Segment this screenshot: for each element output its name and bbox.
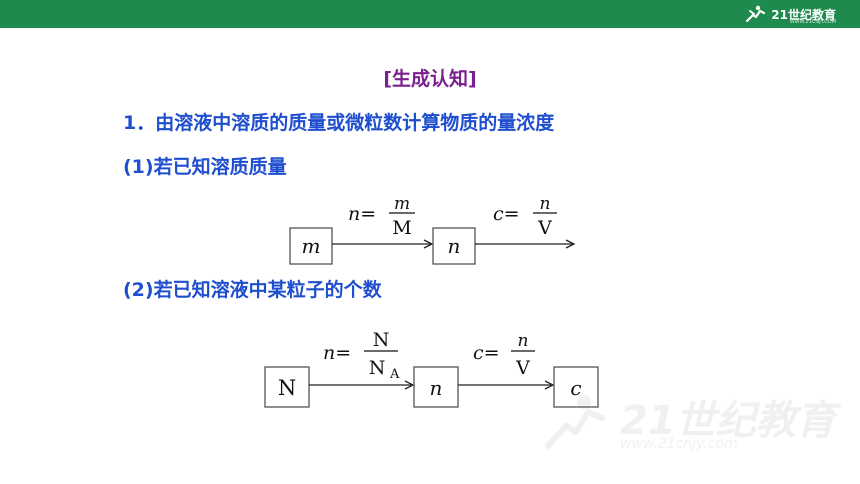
box-n — [432, 227, 476, 265]
watermark-url: www.21cnjy.com — [620, 436, 738, 452]
box-n-label: n — [448, 234, 461, 258]
formula-4-lhs: c= — [473, 342, 500, 364]
logo-text: 21世纪教育 — [771, 7, 836, 22]
header-bar: 21世纪教育 WWW.21CNJY.COM — [0, 0, 860, 28]
box-n-2-label: n — [430, 376, 443, 400]
formula-1-den: M — [392, 217, 411, 239]
arrow-4-head — [544, 380, 555, 390]
formula-1-num: m — [394, 194, 410, 214]
formula-4-num: n — [518, 331, 529, 351]
box-n-2 — [413, 366, 459, 408]
box-m — [289, 227, 333, 265]
heading-1: 1．由溶液中溶质的质量或微粒数计算物质的量浓度 — [123, 112, 555, 134]
box-m-label: m — [302, 234, 321, 258]
formula-3-lhs: n= — [323, 342, 351, 364]
box-c-label: c — [570, 376, 581, 400]
formula-4-den: V — [515, 357, 530, 379]
box-N — [264, 366, 310, 408]
watermark-runner-icon — [545, 395, 605, 449]
brand-logo: 21世纪教育 WWW.21CNJY.COM — [743, 4, 836, 25]
watermark-text: 21世纪教育 — [620, 398, 836, 444]
section-title: [生成认知] — [383, 68, 477, 90]
formula-3-den: N — [369, 357, 386, 379]
runner-logo-icon — [746, 5, 766, 23]
logo-url: WWW.21CNJY.COM — [789, 19, 836, 25]
watermark: 21世纪教育 www.21cnjy.com — [540, 388, 836, 458]
arrow-1-head — [423, 239, 434, 249]
box-c — [553, 366, 599, 408]
formula-2-num: n — [540, 194, 551, 214]
heading-3: (2)若已知溶液中某粒子的个数 — [123, 279, 382, 301]
formula-3-den-sub: A — [389, 367, 400, 382]
arrow-2-head — [565, 239, 576, 249]
arrow-3-head — [404, 380, 415, 390]
formula-2-lhs: c= — [493, 203, 520, 225]
heading-2: (1)若已知溶质质量 — [123, 156, 287, 178]
formula-1-lhs: n= — [348, 203, 376, 225]
formula-3-num: N — [373, 329, 390, 351]
formula-2-den: V — [537, 217, 552, 239]
box-N-label: N — [278, 376, 296, 400]
